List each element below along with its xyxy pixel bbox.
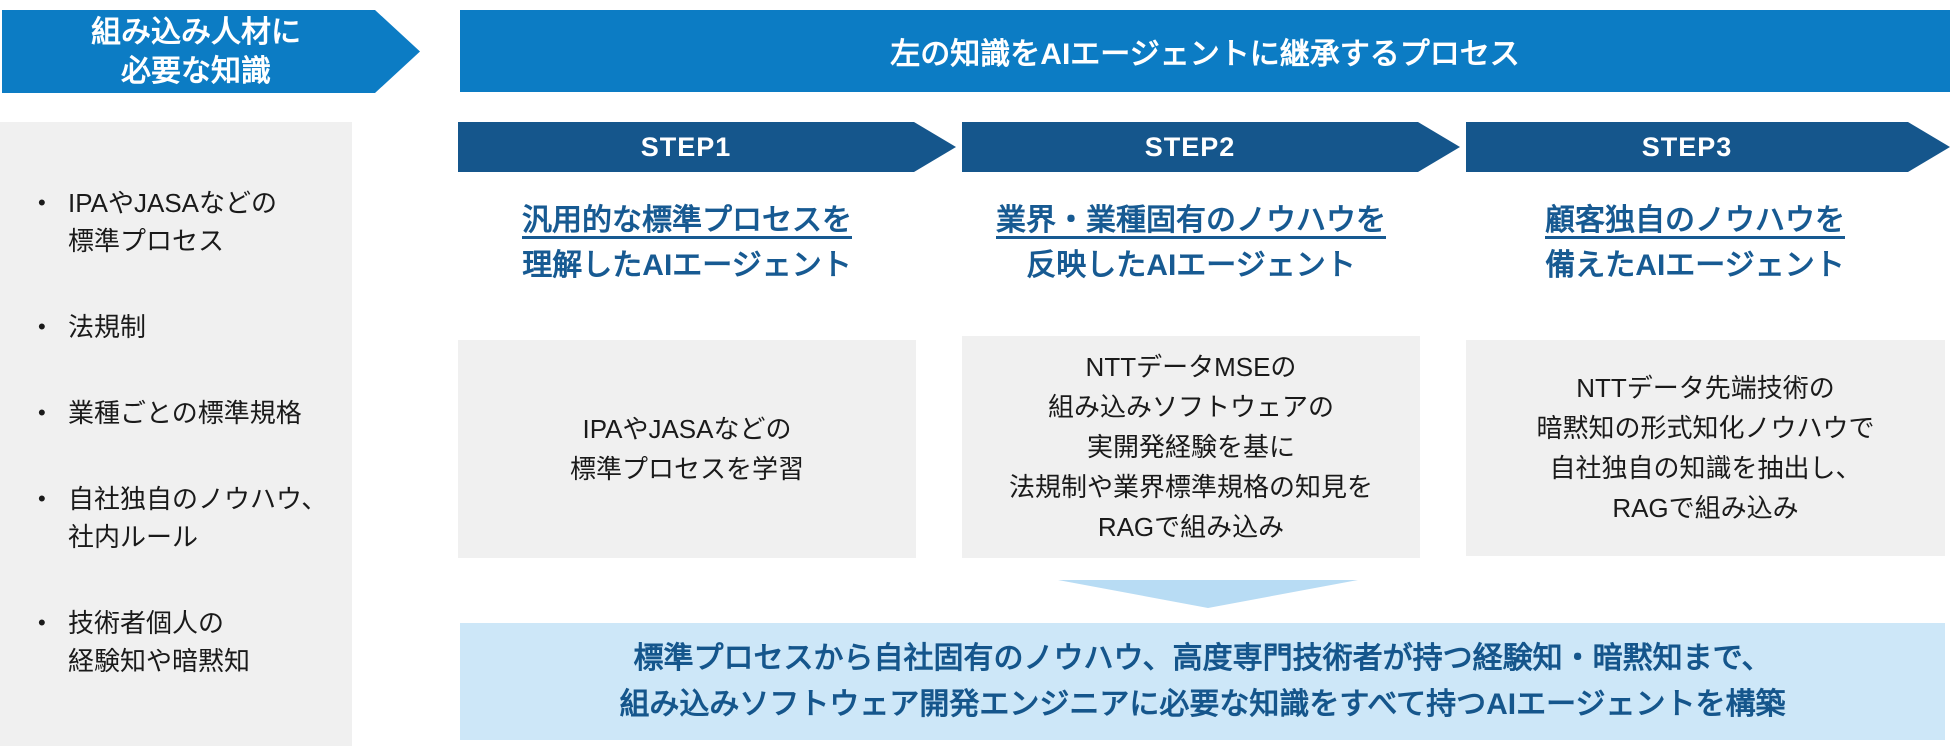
step2-title-line2: 反映したAIエージェント xyxy=(1026,249,1356,282)
step3-detail-text: NTTデータ先端技術の 暗黙知の形式知化ノウハウで 自社独自の知識を抽出し、 R… xyxy=(1536,373,1875,523)
step1-title-line1: 汎用的な標準プロセスを xyxy=(522,204,852,237)
list-item: • 技術者個人の 経験知や暗黙知 xyxy=(38,604,334,680)
step2-title: 業界・業種固有のノウハウを 反映したAIエージェント xyxy=(962,198,1420,288)
bullet-icon: • xyxy=(38,486,46,511)
step1-detail-text: IPAやJASAなどの 標準プロセスを学習 xyxy=(569,414,804,484)
process-header-text: 左の知識をAIエージェントに継承するプロセス xyxy=(890,38,1520,71)
bullet-icon: • xyxy=(38,314,46,339)
conclusion-line2: 組み込みソフトウェア開発エンジニアに必要な知識をすべて持つAIエージェントを構築 xyxy=(619,687,1786,721)
list-item-text: IPAやJASAなどの 標準プロセス xyxy=(68,188,278,256)
list-item-text: 法規制 xyxy=(68,312,147,342)
left-knowledge-list-box: • IPAやJASAなどの 標準プロセス • 法規制 • 業種ごとの標準規格 •… xyxy=(0,122,352,746)
list-item-text: 業種ごとの標準規格 xyxy=(68,398,302,428)
step2-label: STEP2 xyxy=(1144,131,1236,162)
conclusion-banner: 標準プロセスから自社固有のノウハウ、高度専門技術者が持つ経験知・暗黙知まで、 組… xyxy=(460,623,1945,740)
knowledge-list: • IPAやJASAなどの 標準プロセス • 法規制 • 業種ごとの標準規格 •… xyxy=(38,184,334,680)
step3-title-line1: 顧客独自のノウハウを xyxy=(1545,204,1845,237)
step3-label: STEP3 xyxy=(1641,131,1733,162)
list-item: • 業種ごとの標準規格 xyxy=(38,394,334,432)
left-knowledge-header-arrow: 組み込み人材に 必要な知識 xyxy=(2,10,420,93)
step1-arrow: STEP1 xyxy=(458,122,956,172)
conclusion-line1: 標準プロセスから自社固有のノウハウ、高度専門技術者が持つ経験知・暗黙知まで、 xyxy=(633,641,1772,675)
list-item-text: 自社独自のノウハウ、 社内ルール xyxy=(68,484,328,552)
step2-arrow: STEP2 xyxy=(962,122,1460,172)
process-header-banner: 左の知識をAIエージェントに継承するプロセス xyxy=(460,10,1950,92)
bullet-icon: • xyxy=(38,190,46,215)
bullet-icon: • xyxy=(38,400,46,425)
list-item-text: 技術者個人の 経験知や暗黙知 xyxy=(68,608,251,676)
step1-detail-box: IPAやJASAなどの 標準プロセスを学習 xyxy=(458,340,916,558)
list-item: • 自社独自のノウハウ、 社内ルール xyxy=(38,480,334,556)
step2-detail-text: NTTデータMSEの 組み込みソフトウェアの 実開発経験を基に 法規制や業界標準… xyxy=(1008,352,1373,542)
list-item: • IPAやJASAなどの 標準プロセス xyxy=(38,184,334,260)
down-arrow-icon xyxy=(1058,580,1358,608)
step3-detail-box: NTTデータ先端技術の 暗黙知の形式知化ノウハウで 自社独自の知識を抽出し、 R… xyxy=(1466,340,1945,556)
step1-title: 汎用的な標準プロセスを 理解したAIエージェント xyxy=(458,198,916,288)
bullet-icon: • xyxy=(38,610,46,635)
step1-label: STEP1 xyxy=(640,131,732,162)
step3-title-line2: 備えたAIエージェント xyxy=(1545,249,1845,282)
step2-title-line1: 業界・業種固有のノウハウを xyxy=(996,204,1386,237)
left-header-line2: 必要な知識 xyxy=(121,54,271,88)
list-item: • 法規制 xyxy=(38,308,334,346)
step2-detail-box: NTTデータMSEの 組み込みソフトウェアの 実開発経験を基に 法規制や業界標準… xyxy=(962,336,1420,558)
step1-title-line2: 理解したAIエージェント xyxy=(522,249,852,282)
left-header-line1: 組み込み人材に xyxy=(91,15,301,49)
step3-arrow: STEP3 xyxy=(1466,122,1950,172)
step3-title: 顧客独自のノウハウを 備えたAIエージェント xyxy=(1466,198,1924,288)
